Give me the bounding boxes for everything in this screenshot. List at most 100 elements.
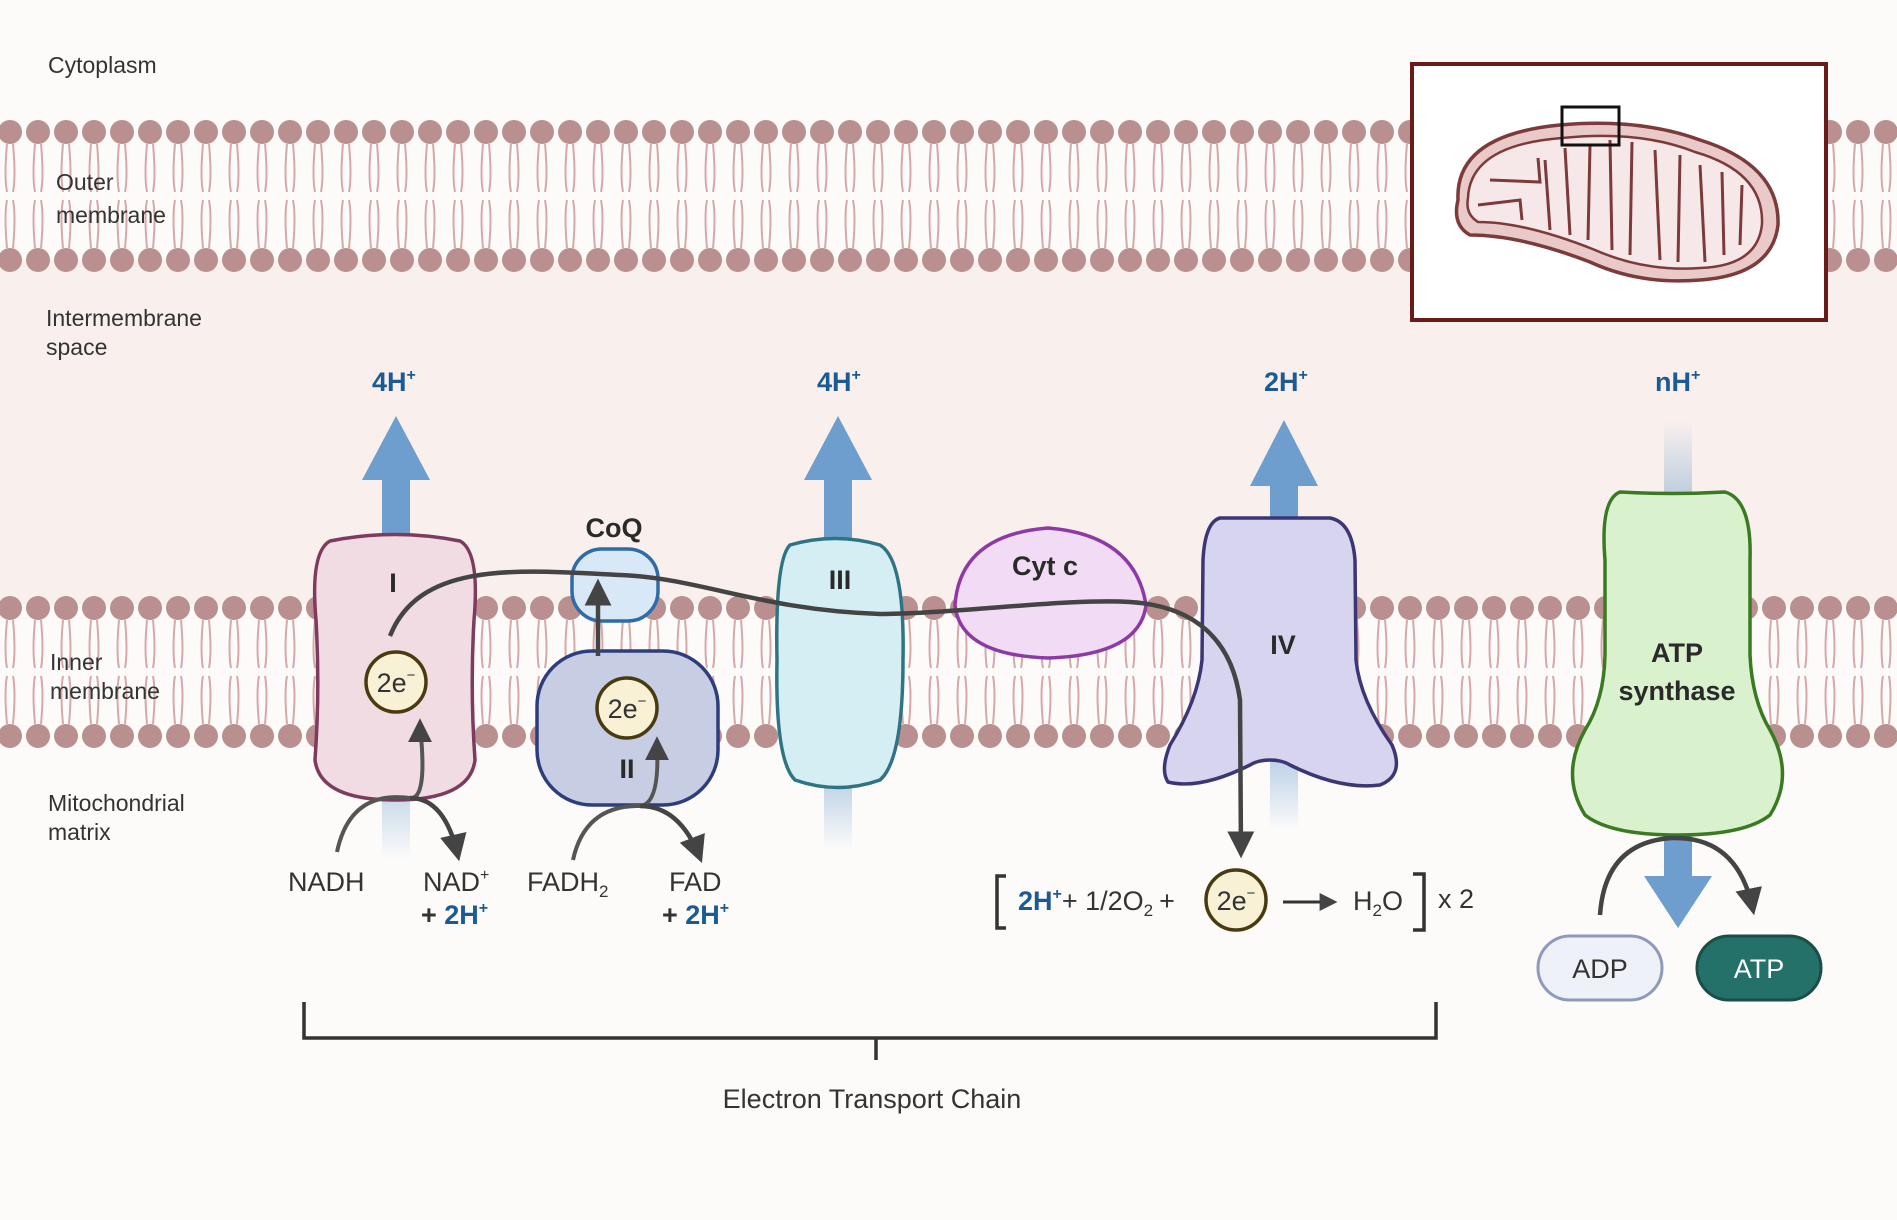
- lipid-head: [0, 724, 22, 748]
- lipid-head: [1118, 724, 1142, 748]
- lipid-tail: [1880, 143, 1892, 249]
- adp-pill: [1536, 934, 1664, 1002]
- lipid-head: [1258, 248, 1282, 272]
- outer-membrane-label-line2: membrane: [56, 202, 166, 228]
- lipid-head: [1062, 724, 1086, 748]
- lipid-tail: [340, 143, 352, 249]
- lipid-head: [138, 596, 162, 620]
- outer-membrane-label-line1: Outer: [56, 169, 114, 195]
- lipid-tail: [284, 143, 296, 249]
- lipid-head: [1006, 248, 1030, 272]
- lipid-head: [222, 248, 246, 272]
- lipid-tail: [956, 619, 968, 725]
- lipid-head: [754, 120, 778, 144]
- lipid-tail: [228, 143, 240, 249]
- lipid-head: [922, 248, 946, 272]
- lipid-head: [698, 596, 722, 620]
- lipid-tail: [1572, 619, 1584, 725]
- lipid-head: [502, 724, 526, 748]
- lipid-tail: [536, 619, 548, 725]
- lipid-head: [54, 120, 78, 144]
- lipid-head: [698, 120, 722, 144]
- lipid-tail: [228, 619, 240, 725]
- lipid-tail: [844, 143, 856, 249]
- lipid-head: [26, 248, 50, 272]
- lipid-head: [1090, 248, 1114, 272]
- lipid-tail: [1068, 143, 1080, 249]
- lipid-head: [670, 248, 694, 272]
- lipid-head: [502, 248, 526, 272]
- equation-multiplier: x 2: [1438, 884, 1474, 914]
- lipid-tail: [900, 143, 912, 249]
- lipid-head: [1398, 596, 1422, 620]
- lipid-tail: [760, 143, 772, 249]
- lipid-head: [838, 248, 862, 272]
- inner-membrane-label-line2: membrane: [50, 678, 160, 704]
- lipid-head: [26, 120, 50, 144]
- lipid-head: [502, 596, 526, 620]
- lipid-tail: [32, 143, 44, 249]
- lipid-head: [82, 248, 106, 272]
- lipid-head: [810, 248, 834, 272]
- lipid-head: [1062, 248, 1086, 272]
- fadh2-in-arrow: [571, 744, 660, 861]
- lipid-head: [1202, 120, 1226, 144]
- lipid-tail: [144, 619, 156, 725]
- electron-complex-i: 2e−: [364, 650, 428, 714]
- lipid-tail: [116, 143, 128, 249]
- lipid-head: [642, 120, 666, 144]
- etc-label: Electron Transport Chain: [723, 1084, 1022, 1114]
- lipid-head: [278, 120, 302, 144]
- intermembrane-label-line1: Intermembrane: [46, 305, 202, 331]
- lipid-head: [54, 596, 78, 620]
- lipid-tail: [1768, 619, 1780, 725]
- lipid-head: [306, 120, 330, 144]
- lipid-tail: [172, 619, 184, 725]
- atp-synthase-label-line2: synthase: [1618, 676, 1735, 706]
- lipid-tail: [1880, 619, 1892, 725]
- lipid-tail: [1152, 619, 1164, 725]
- lipid-head: [110, 596, 134, 620]
- nad-protons-label: + 2H+: [421, 900, 488, 930]
- lipid-tail: [480, 619, 492, 725]
- fad-protons-label: + 2H+: [662, 900, 729, 930]
- lipid-head: [1174, 248, 1198, 272]
- lipid-head: [586, 248, 610, 272]
- lipid-head: [110, 120, 134, 144]
- lipid-head: [726, 248, 750, 272]
- lipid-head: [1846, 120, 1870, 144]
- proton-label-complex-i: 4H+: [372, 367, 416, 397]
- lipid-head: [866, 120, 890, 144]
- lipid-tail: [592, 619, 604, 725]
- lipid-head: [334, 120, 358, 144]
- lipid-head: [1146, 724, 1170, 748]
- lipid-tail: [1180, 143, 1192, 249]
- lipid-head: [1034, 248, 1058, 272]
- lipid-head: [1762, 596, 1786, 620]
- lipid-head: [362, 120, 386, 144]
- lipid-head: [1566, 596, 1590, 620]
- lipid-head: [1370, 596, 1394, 620]
- lipid-head: [222, 120, 246, 144]
- lipid-tail: [1152, 143, 1164, 249]
- complex-iv-channel: [1270, 760, 1298, 830]
- adp-to-atp-arrow: [1597, 835, 1762, 916]
- lipid-head: [754, 724, 778, 748]
- lipid-tail: [144, 143, 156, 249]
- proton-label-complex-iv: 2H+: [1264, 367, 1308, 397]
- lipid-head: [1790, 724, 1814, 748]
- lipid-head: [922, 120, 946, 144]
- lipid-head: [1846, 248, 1870, 272]
- lipid-tail: [4, 143, 16, 249]
- lipid-tail: [312, 143, 324, 249]
- cyt-c-label: Cyt c: [1012, 551, 1078, 581]
- lipid-tail: [564, 619, 576, 725]
- lipid-head: [250, 248, 274, 272]
- lipid-tail: [1292, 143, 1304, 249]
- lipid-tail: [256, 619, 268, 725]
- lipid-tail: [1404, 619, 1416, 725]
- lipid-head: [530, 120, 554, 144]
- etc-bracket: [302, 1002, 1438, 1040]
- lipid-tail: [1460, 619, 1472, 725]
- lipid-tail: [60, 143, 72, 249]
